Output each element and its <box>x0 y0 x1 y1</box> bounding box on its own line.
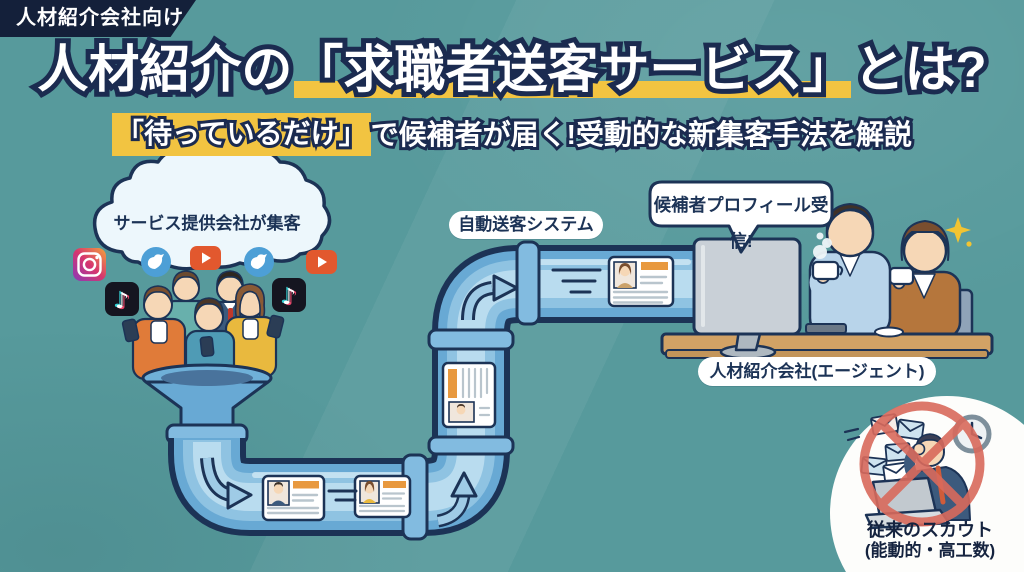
svg-text:♪: ♪ <box>115 289 129 314</box>
instagram-icon <box>73 248 106 281</box>
person-yellow-cardigan <box>224 283 285 379</box>
desk <box>660 332 994 359</box>
saucer <box>874 326 904 338</box>
person-orange-hoodie <box>121 285 187 380</box>
title-suffix: とは?とは? <box>848 36 991 103</box>
flow-arrow-up <box>436 471 478 528</box>
agent-man <box>808 203 892 338</box>
prohibition-icon <box>859 401 985 527</box>
title-prefix: 人材紹介の人材紹介の <box>32 36 297 103</box>
svg-text:♪: ♪ <box>284 286 298 311</box>
keyboard <box>805 323 847 334</box>
subtitle-rest: で候補者が届く!受動的な新集客手法を解説で候補者が届く!受動的な新集客手法を解説 <box>368 116 915 153</box>
notification-bubble-text: 候補者プロフィール受信! <box>653 195 829 251</box>
svg-text:♪: ♪ <box>113 288 127 313</box>
system-label-pill: 自動送客システム <box>449 211 603 239</box>
twitter-icon <box>141 247 171 277</box>
candidate-card <box>261 474 326 522</box>
candidate-card <box>607 255 675 308</box>
title-highlighted-term: 「求職者送客サービス」「求職者送客サービス」 <box>287 36 858 103</box>
twitter-icon <box>244 247 274 277</box>
page-subtitle: 「待っているだけ」「待っているだけ」 で候補者が届く!受動的な新集客手法を解説で… <box>0 113 1024 157</box>
youtube-icon <box>306 250 337 274</box>
coffee-cup <box>811 260 844 281</box>
monitor <box>692 237 802 360</box>
yellow-underline <box>294 80 852 98</box>
candidate-card <box>441 361 497 429</box>
funnel <box>141 363 273 445</box>
svg-text:♪: ♪ <box>280 284 294 309</box>
tiktok-icon: ♪ ♪ ♪ <box>272 278 306 312</box>
legacy-scout-scene <box>830 396 1024 572</box>
svg-text:♪: ♪ <box>117 290 131 315</box>
agent-woman <box>884 220 962 340</box>
audience-badge: 人材紹介会社向け <box>0 0 196 37</box>
pipe-flange <box>427 328 515 351</box>
flow-arrow-right <box>461 274 519 321</box>
youtube-icon <box>190 246 221 270</box>
job-seeker-crowd <box>121 270 285 380</box>
agent-label-pill: 人材紹介会社(エージェント) <box>698 357 936 386</box>
legacy-caption: 従来のスカウト (能動的・高工数) <box>836 520 1024 561</box>
cloud-label: サービス提供会社が集客 <box>113 214 301 233</box>
legacy-caption-line1: 従来のスカウト <box>867 520 993 540</box>
speech-bubble <box>648 180 834 254</box>
agent-desk-scene <box>660 203 994 360</box>
pipe-flange <box>515 240 541 326</box>
page-title: 人材紹介の人材紹介の 「求職者送客サービス」「求職者送客サービス」 とは?とは? <box>0 36 1024 103</box>
flow-arrow-down-right <box>200 457 253 510</box>
candidate-card <box>353 474 412 519</box>
subtitle-highlight: 「待っているだけ」「待っているだけ」 <box>112 113 371 157</box>
steam <box>813 232 832 259</box>
sparkle-icon <box>945 217 972 247</box>
speed-lines <box>327 268 602 502</box>
legacy-caption-line2: (能動的・高工数) <box>864 541 996 560</box>
pipe-flange <box>427 435 515 456</box>
svg-text:♪: ♪ <box>282 285 296 310</box>
tiktok-icon: ♪ ♪ ♪ <box>105 282 139 316</box>
